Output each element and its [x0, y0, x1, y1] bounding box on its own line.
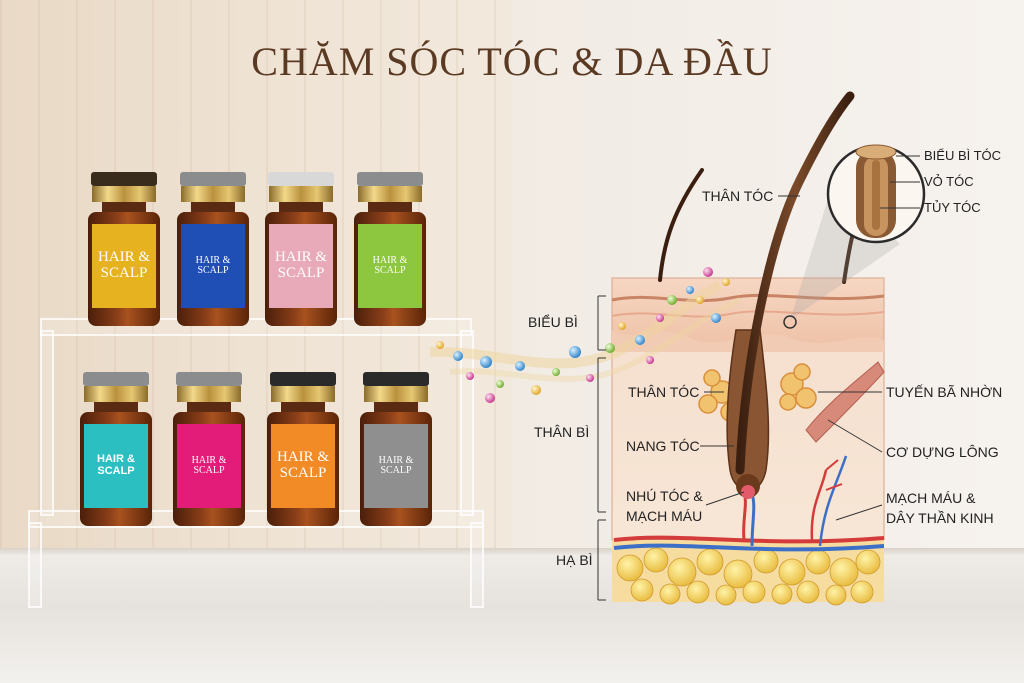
bottle-cap: [83, 372, 149, 386]
bottle-label: HAIR & SCALP: [269, 224, 333, 308]
bottle-cap: [176, 372, 242, 386]
layer-dermis-label: THÂN BÌ: [534, 424, 590, 440]
layer-hypodermis-label: HẠ BÌ: [556, 552, 593, 568]
hair-follicle-label: NANG TÓC: [626, 438, 700, 454]
hair-shaft-label: THÂN TÓC: [702, 188, 774, 204]
bottle-collar: [358, 186, 422, 202]
layer-epidermis-label: BIỂU BÌ: [528, 314, 578, 330]
vessels-label-line1: MẠCH MÁU &: [886, 490, 976, 506]
papilla-label-line2: MẠCH MÁU: [626, 508, 703, 524]
bottle-cap: [357, 172, 423, 186]
bottle-cap: [268, 172, 334, 186]
bottle-label: HAIR & SCALP: [271, 424, 335, 508]
shelf-bottom-left-leg: [28, 522, 42, 608]
counter-edge: [0, 548, 1024, 558]
serum-bottle: HAIR & SCALP: [267, 372, 339, 528]
serum-bottle: HAIR & SCALP: [177, 172, 249, 328]
bottle-cap: [270, 372, 336, 386]
serum-bottle: HAIR & SCALP: [80, 372, 152, 528]
bottle-label: HAIR & SCALP: [84, 424, 148, 508]
bottle-label: HAIR & SCALP: [358, 224, 422, 308]
shelf-left-leg: [40, 330, 54, 516]
bottle-collar: [271, 386, 335, 402]
bottle-label: HAIR & SCALP: [364, 424, 428, 508]
cuticle-label: BIỂU BÌ TÓC: [924, 148, 1002, 163]
arrector-pili-label: CƠ DỰNG LÔNG: [886, 444, 999, 460]
hair-cross-section-icon: [855, 144, 897, 238]
bottle-collar: [92, 186, 156, 202]
serum-bottle: HAIR & SCALP: [354, 172, 426, 328]
serum-bottle: HAIR & SCALP: [88, 172, 160, 328]
sebaceous-gland-label: TUYẾN BÃ NHỜN: [886, 384, 1003, 400]
serum-bottle: HAIR & SCALP: [173, 372, 245, 528]
bottle-collar: [181, 186, 245, 202]
bottle-cap: [363, 372, 429, 386]
serum-bottle: HAIR & SCALP: [265, 172, 337, 328]
bottle-collar: [177, 386, 241, 402]
serum-bottle: HAIR & SCALP: [360, 372, 432, 528]
vessels-label-line2: DÂY THẦN KINH: [886, 510, 994, 526]
medulla-label: TỦY TÓC: [924, 200, 981, 215]
page-title: CHĂM SÓC TÓC & DA ĐẦU: [251, 39, 773, 84]
bottle-label: HAIR & SCALP: [177, 424, 241, 508]
hair-shaft: [735, 91, 855, 475]
bottle-label: HAIR & SCALP: [92, 224, 156, 308]
bottle-collar: [269, 186, 333, 202]
bottle-cap: [91, 172, 157, 186]
bottle-label: HAIR & SCALP: [181, 224, 245, 308]
bottle-collar: [84, 386, 148, 402]
papilla-label-line1: NHÚ TÓC &: [626, 488, 703, 504]
inner-hair-shaft-label: THÂN TÓC: [628, 384, 700, 400]
shelf-bottom-right-leg: [470, 522, 484, 608]
bottle-collar: [364, 386, 428, 402]
bottle-cap: [180, 172, 246, 186]
cortex-label: VỎ TÓC: [924, 174, 974, 189]
